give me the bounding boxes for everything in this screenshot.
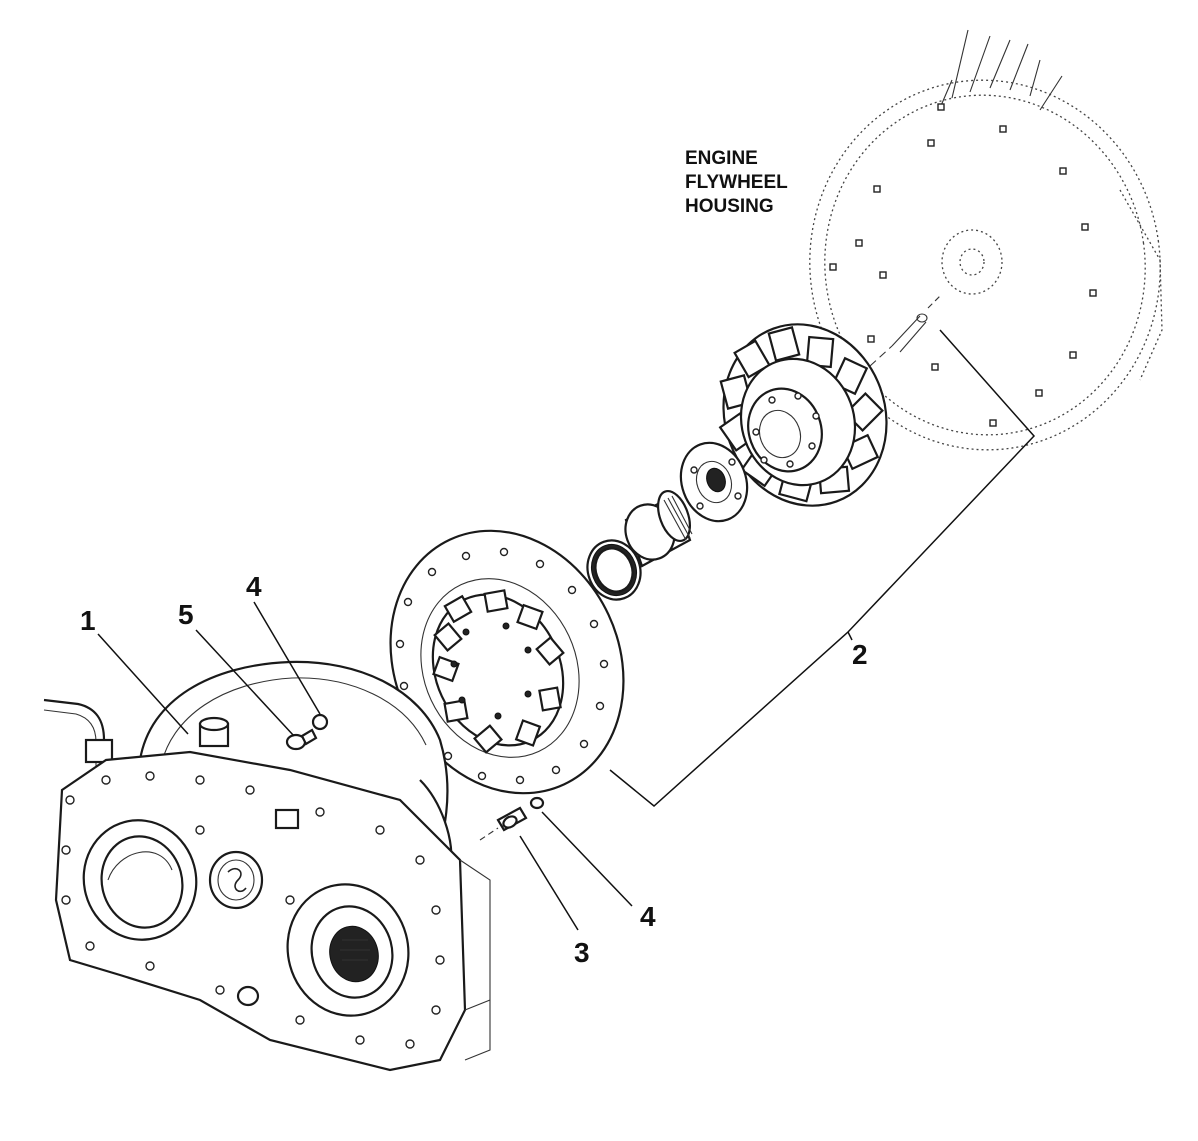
coupling-hub [718, 323, 888, 507]
leader-lines [97, 329, 1036, 931]
bolt-upper [285, 713, 329, 751]
callout-4-lower: 4 [640, 901, 656, 932]
engine-flywheel-housing-label: ENGINE FLYWHEEL HOUSING [685, 148, 788, 217]
engine-flywheel-housing [809, 29, 1163, 451]
splined-flange [679, 441, 749, 523]
callout-1: 1 [80, 605, 96, 636]
callout-2: 2 [852, 639, 868, 670]
svg-text:HOUSING: HOUSING [685, 196, 774, 217]
splined-sleeve [624, 490, 693, 568]
bolt-lower [479, 796, 545, 841]
transmission-housing [43, 660, 491, 1072]
callout-3: 3 [574, 937, 590, 968]
svg-text:ENGINE: ENGINE [685, 148, 758, 169]
callout-4-upper: 4 [246, 571, 262, 602]
callout-5: 5 [178, 599, 194, 630]
seal-ring [586, 539, 642, 601]
callout-labels: 1 2 3 4 4 5 [80, 571, 868, 968]
flex-coupling-plate [389, 529, 625, 795]
svg-text:FLYWHEEL: FLYWHEEL [685, 172, 788, 193]
